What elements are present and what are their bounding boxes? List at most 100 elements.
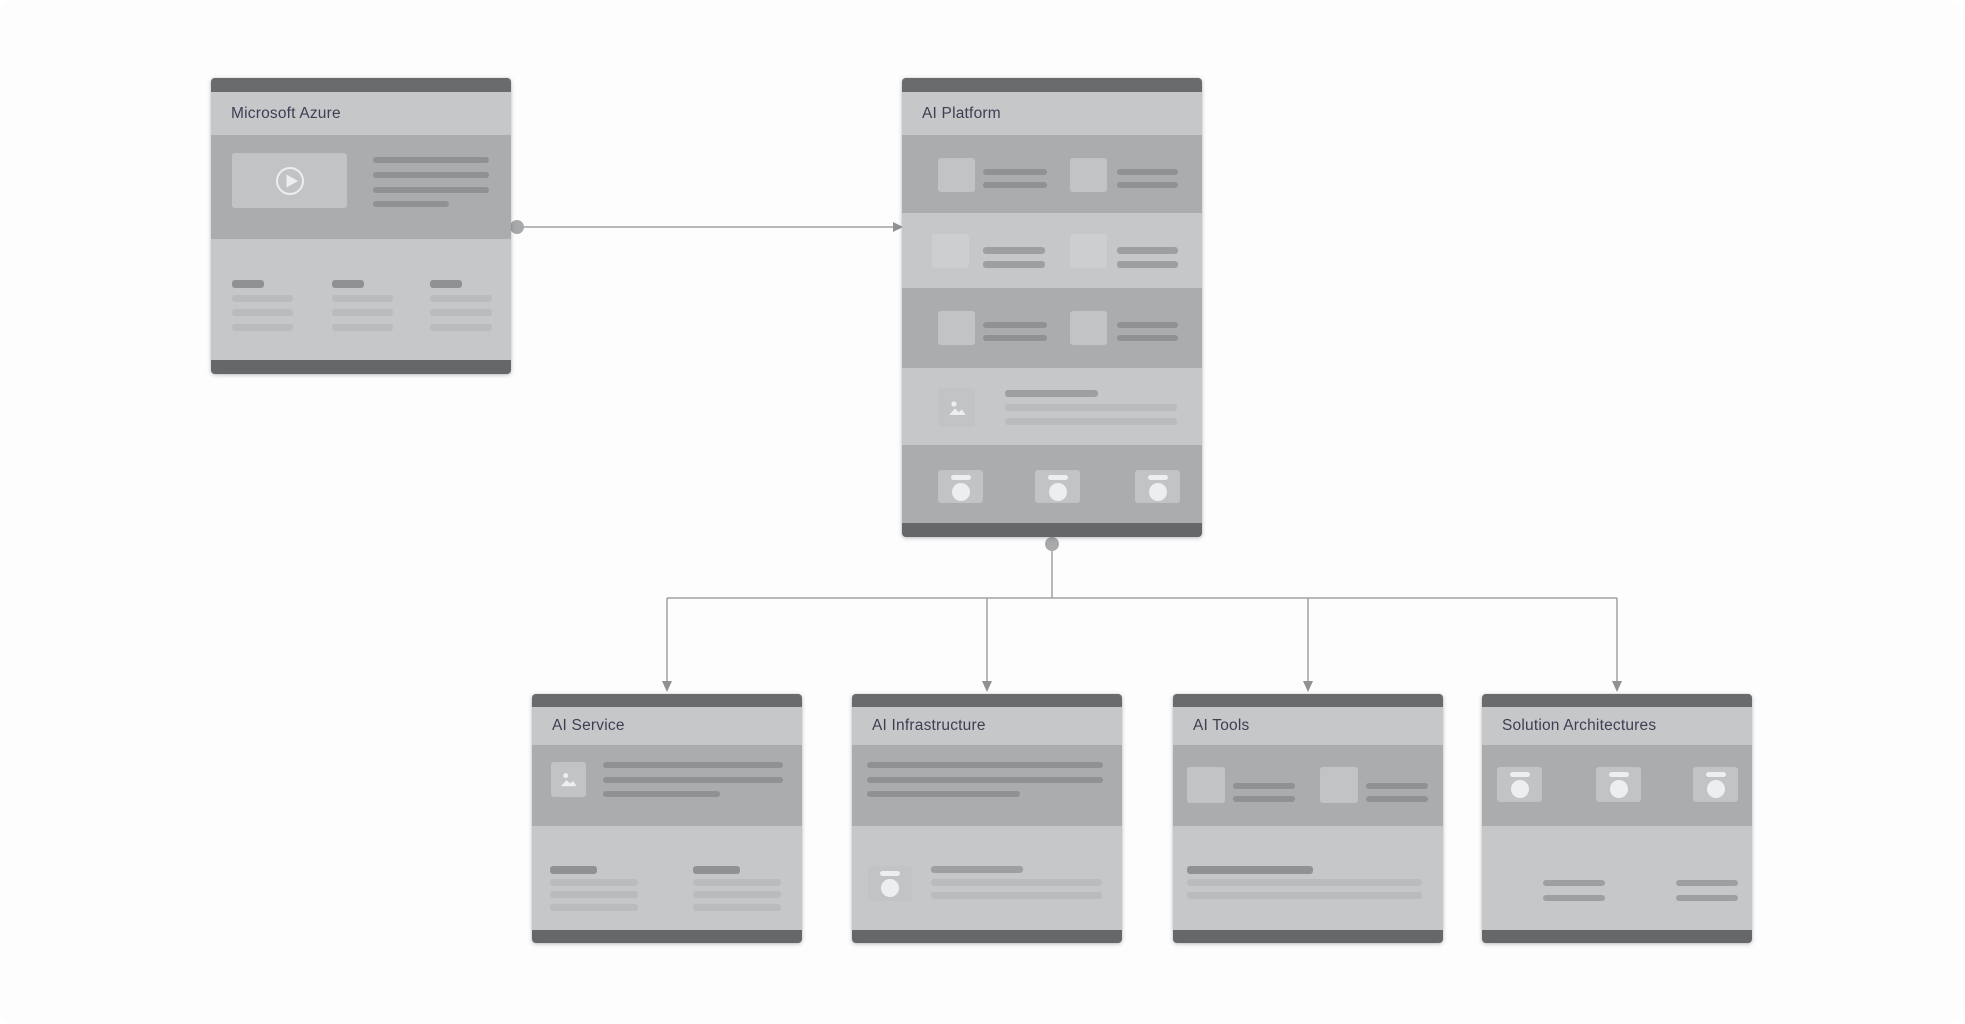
text-line	[373, 172, 489, 178]
heading-line	[693, 866, 740, 874]
tile-line	[1705, 772, 1726, 777]
text-line	[1117, 182, 1178, 188]
text-line	[550, 879, 638, 886]
text-line	[1117, 322, 1178, 328]
product-card-icon	[1596, 767, 1641, 802]
text-line	[430, 324, 492, 331]
product-card-icon	[1693, 767, 1738, 802]
card-header-bar	[852, 694, 1122, 707]
wireframe-features-section	[902, 288, 1202, 368]
text-line	[1676, 895, 1738, 901]
connector-azure-to-platform	[510, 220, 903, 234]
text-line	[983, 182, 1047, 188]
tile-circle	[1510, 780, 1529, 798]
wireframe-text-section	[1173, 826, 1443, 930]
wireframe-features-section	[902, 135, 1202, 213]
node-card-ai-tools[interactable]: AI Tools	[1173, 694, 1443, 943]
text-line	[931, 879, 1102, 886]
text-line	[550, 891, 638, 898]
text-line	[1187, 879, 1422, 886]
tile-circle	[1148, 483, 1167, 501]
wireframe-features-section	[1173, 745, 1443, 826]
card-title: AI Platform	[922, 104, 1001, 122]
card-title: AI Infrastructure	[872, 717, 986, 734]
card-title-row: AI Service	[532, 707, 802, 745]
text-line	[867, 791, 1020, 797]
text-line	[373, 201, 449, 207]
text-line	[693, 904, 781, 911]
connection-handle-dot[interactable]	[510, 220, 524, 234]
tile-line	[1608, 772, 1629, 777]
heading-line	[550, 866, 597, 874]
heading-line	[332, 280, 364, 288]
heading-line	[232, 280, 264, 288]
node-card-microsoft-azure[interactable]: Microsoft Azure	[211, 78, 511, 374]
text-line	[1117, 261, 1178, 268]
card-title-row: Solution Architectures	[1482, 707, 1752, 745]
text-line	[603, 777, 783, 783]
text-line	[550, 904, 638, 911]
node-card-ai-service[interactable]: AI Service	[532, 694, 802, 943]
tile-line	[1047, 475, 1068, 480]
text-line	[1005, 418, 1177, 425]
card-title-row: AI Tools	[1173, 707, 1443, 745]
wireframe-article-section	[532, 745, 802, 826]
card-footer-bar	[902, 523, 1202, 537]
product-card-icon	[868, 866, 912, 901]
wireframe-columns-section	[532, 826, 802, 930]
wireframe-text-section	[852, 745, 1122, 826]
play-icon	[275, 166, 304, 195]
node-card-ai-platform[interactable]: AI Platform	[902, 78, 1202, 537]
text-line	[1117, 247, 1178, 254]
video-placeholder	[232, 153, 347, 208]
card-title-row: AI Platform	[902, 92, 1202, 135]
connector-line	[666, 546, 1618, 682]
text-line	[332, 295, 393, 302]
text-line	[332, 324, 393, 331]
card-header-bar	[211, 78, 511, 92]
text-line	[693, 891, 781, 898]
card-title-row: Microsoft Azure	[211, 92, 511, 135]
heading-line	[1187, 866, 1313, 874]
connection-handle-dot[interactable]	[1045, 537, 1059, 551]
tile-circle	[1048, 483, 1067, 501]
arrowhead-icon	[893, 222, 903, 232]
thumbnail-square	[1070, 311, 1107, 345]
wireframe-article-section	[852, 826, 1122, 930]
card-footer-bar	[211, 360, 511, 374]
thumbnail-square	[938, 158, 975, 192]
card-header-bar	[1482, 694, 1752, 707]
thumbnail-square	[1070, 234, 1107, 268]
node-card-ai-infrastructure[interactable]: AI Infrastructure	[852, 694, 1122, 943]
card-footer-bar	[852, 930, 1122, 943]
wireframe-products-section	[1482, 745, 1752, 826]
text-line	[693, 879, 781, 886]
text-line	[430, 295, 492, 302]
tile-circle	[951, 483, 970, 501]
card-footer-bar	[1173, 930, 1443, 943]
node-card-solution-architectures[interactable]: Solution Architectures	[1482, 694, 1752, 943]
text-line	[983, 247, 1045, 254]
image-placeholder-icon	[551, 762, 586, 797]
tile-circle	[1706, 780, 1725, 798]
text-line	[983, 169, 1047, 175]
tile-line	[1509, 772, 1530, 777]
text-line	[1543, 895, 1605, 901]
thumbnail-square	[1320, 767, 1358, 803]
wireframe-columns-section	[211, 239, 511, 360]
text-line	[603, 762, 783, 768]
arrowhead-icon	[1303, 681, 1313, 692]
arrowhead-icon	[662, 681, 672, 692]
heading-line	[931, 866, 1023, 873]
card-header-bar	[902, 78, 1202, 92]
wireframe-hero-section	[211, 135, 511, 239]
tile-circle	[881, 879, 899, 897]
image-placeholder-icon	[938, 388, 975, 427]
tile-line	[1147, 475, 1168, 480]
wireframe-links-section	[1482, 826, 1752, 930]
text-line	[931, 892, 1102, 899]
text-line	[983, 261, 1045, 268]
heading-line	[430, 280, 462, 288]
